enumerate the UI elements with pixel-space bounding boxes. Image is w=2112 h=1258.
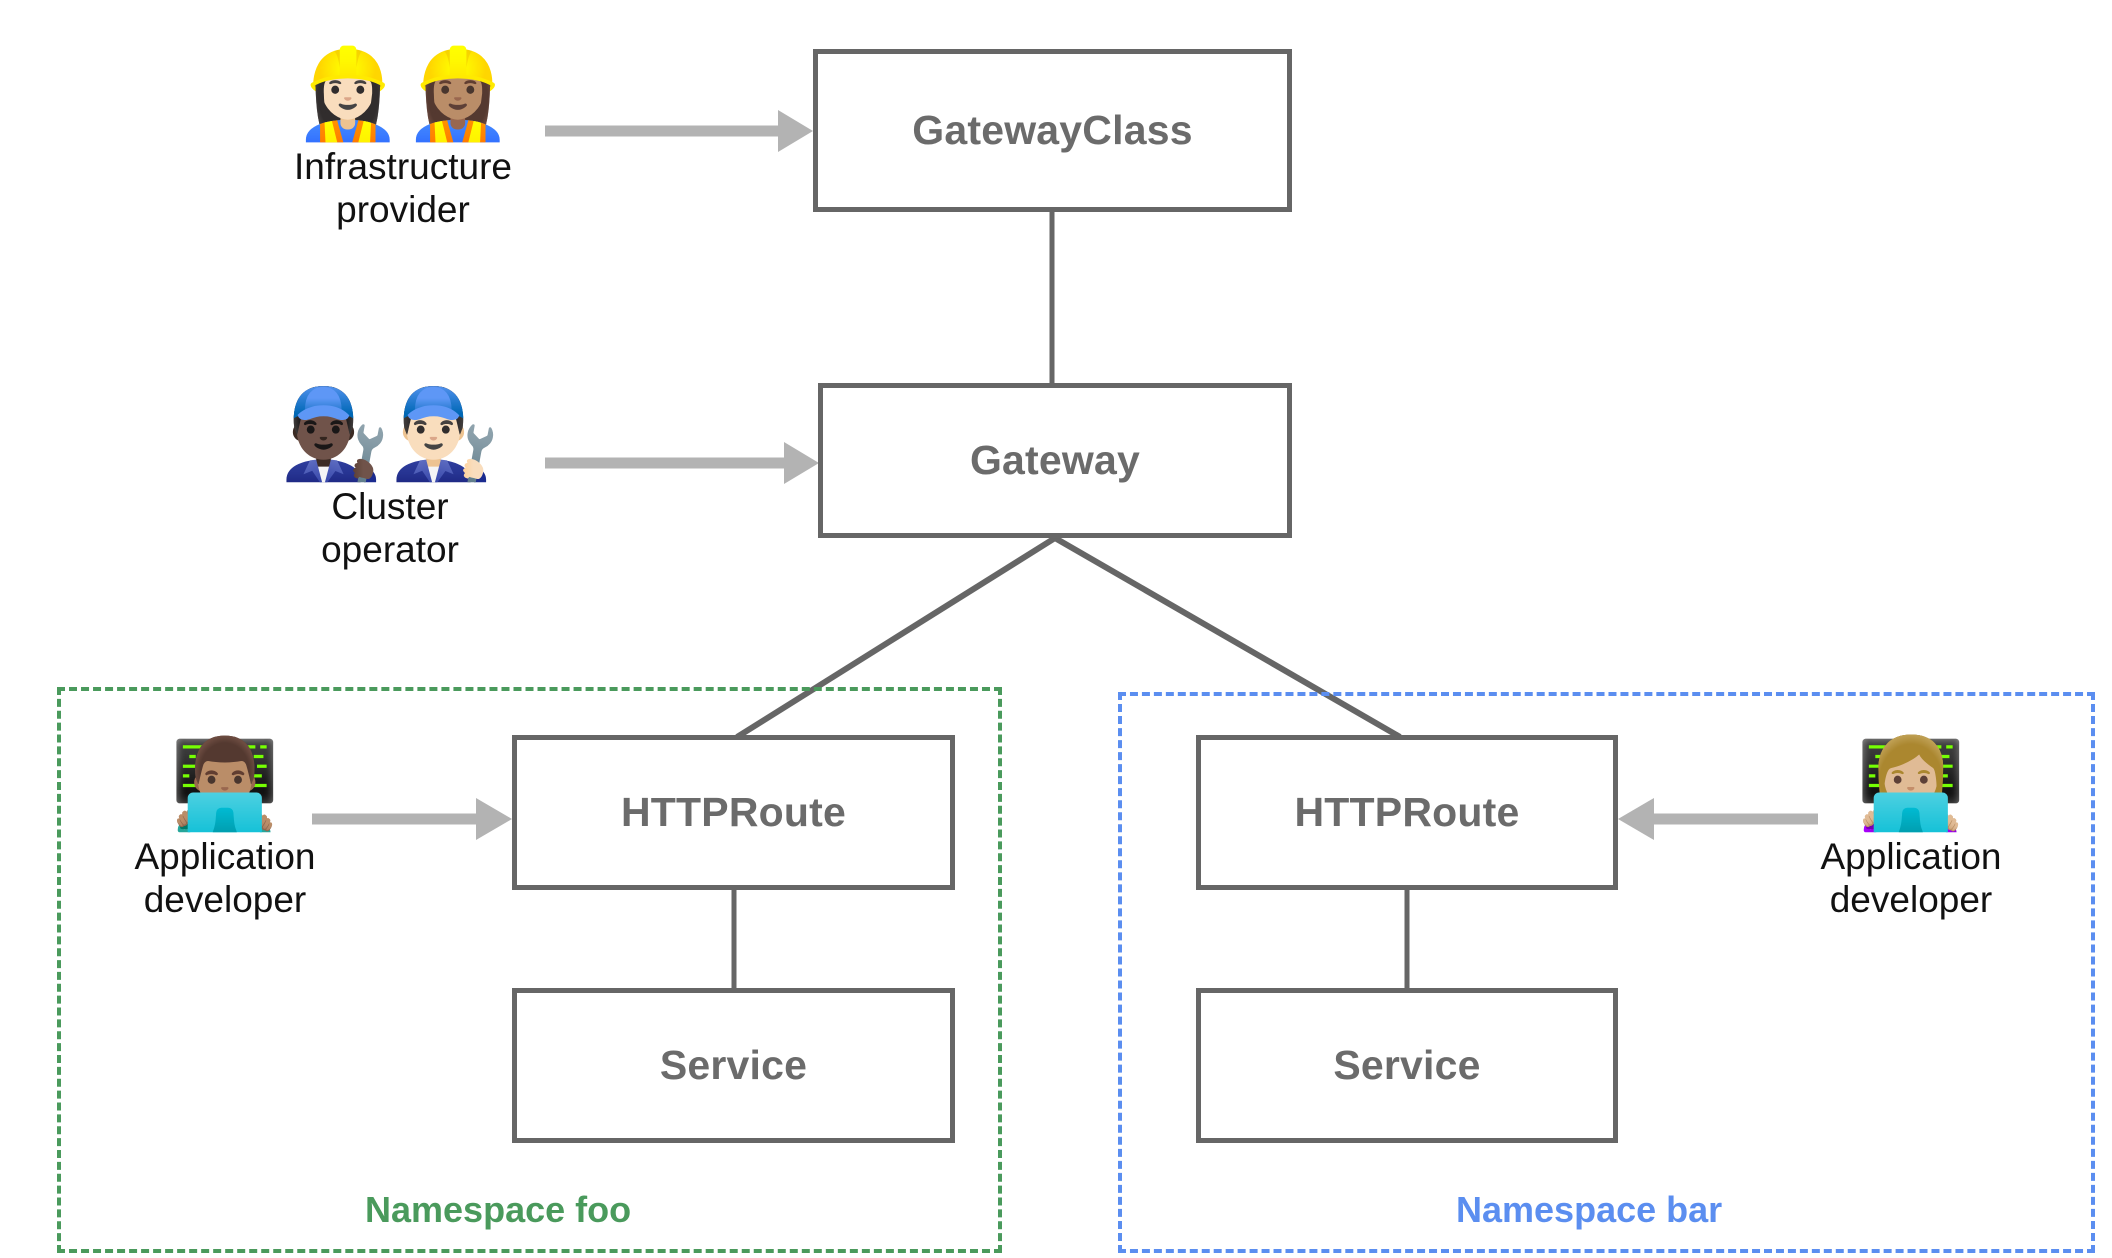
persona-application-developer-foo-icons: 👨🏽‍💻	[170, 740, 280, 828]
node-service-foo-label: Service	[659, 1042, 808, 1088]
node-gatewayclass[interactable]: GatewayClass	[813, 49, 1292, 212]
persona-application-developer-bar-icons: 👩🏼‍💻	[1856, 740, 1966, 828]
mechanic-man-light-icon: 👨🏻‍🔧	[390, 382, 500, 485]
node-gateway-label: Gateway	[969, 437, 1141, 483]
node-service-bar[interactable]: Service	[1196, 988, 1618, 1143]
construction-worker-woman-light-icon: 👷🏻‍♀️	[293, 42, 403, 145]
technologist-man-medium-icon: 👨🏽‍💻	[170, 732, 280, 835]
node-gateway[interactable]: Gateway	[818, 383, 1292, 538]
persona-infrastructure-provider-label: Infrastructure provider	[294, 146, 512, 230]
persona-application-developer-foo: 👨🏽‍💻 Application developer	[110, 740, 340, 922]
namespace-label-bar: Namespace bar	[1456, 1189, 1723, 1230]
persona-application-developer-bar: 👩🏼‍💻 Application developer	[1796, 740, 2026, 922]
node-httproute-bar[interactable]: HTTPRoute	[1196, 735, 1618, 890]
arrow-operator-to-gateway	[545, 442, 819, 484]
mechanic-man-dark-icon: 👨🏿‍🔧	[280, 382, 390, 485]
node-httproute-foo-label: HTTPRoute	[621, 789, 846, 835]
namespace-group-foo	[57, 687, 1002, 1253]
arrow-infra-to-gatewayclass	[545, 110, 813, 152]
persona-cluster-operator-icons: 👨🏿‍🔧 👨🏻‍🔧	[280, 390, 499, 478]
node-service-foo[interactable]: Service	[512, 988, 955, 1143]
persona-infrastructure-provider: 👷🏻‍♀️ 👷🏽‍♀️ Infrastructure provider	[278, 50, 528, 232]
node-httproute-foo[interactable]: HTTPRoute	[512, 735, 955, 890]
persona-cluster-operator: 👨🏿‍🔧 👨🏻‍🔧 Cluster operator	[265, 390, 515, 572]
node-service-bar-label: Service	[1333, 1042, 1481, 1088]
node-httproute-bar-label: HTTPRoute	[1294, 789, 1520, 835]
construction-worker-woman-medium-icon: 👷🏽‍♀️	[403, 42, 513, 145]
namespace-group-bar	[1118, 692, 2095, 1253]
persona-application-developer-foo-label: Application developer	[134, 836, 316, 920]
persona-application-developer-bar-label: Application developer	[1820, 836, 2002, 920]
persona-cluster-operator-label: Cluster operator	[321, 486, 459, 570]
node-gatewayclass-label: GatewayClass	[912, 107, 1193, 153]
namespace-label-foo: Namespace foo	[365, 1189, 632, 1230]
persona-infrastructure-provider-icons: 👷🏻‍♀️ 👷🏽‍♀️	[293, 50, 512, 138]
technologist-woman-blonde-icon: 👩🏼‍💻	[1856, 732, 1966, 835]
